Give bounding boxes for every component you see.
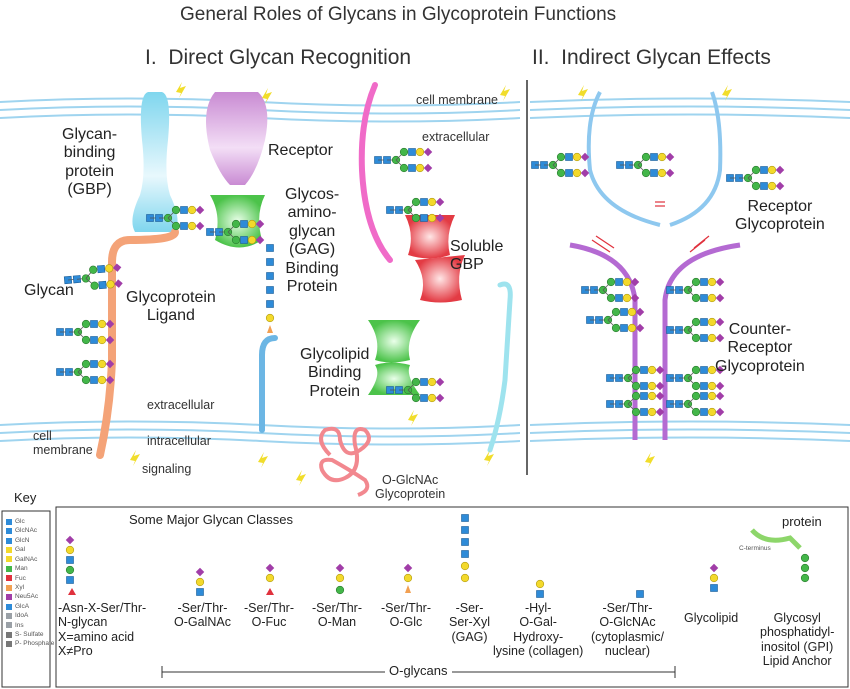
gpi-protein-label: protein (782, 514, 822, 529)
counter-receptor-left (569, 242, 638, 440)
key-swatch-icon (6, 546, 12, 553)
cyan-protein (487, 281, 513, 453)
key-swatch-icon (6, 612, 12, 619)
glycan-label: Glycan (24, 282, 74, 299)
class-o-fuc: -Ser/Thr- O-Fuc (244, 601, 294, 630)
class-o-gal: -Hyl- O-Gal- Hydroxy- lysine (collagen) (493, 601, 584, 659)
receptor-glycoprotein-label: Receptor Glycoprotein (735, 198, 825, 234)
key-item-label: Neu5Ac (15, 593, 39, 601)
key-item-label: Gal (15, 546, 26, 554)
key-swatch-icon (6, 556, 12, 563)
signaling-label: signaling (142, 462, 192, 476)
gbp-shape (132, 92, 178, 232)
extracellular-top-label: extracellular (422, 130, 490, 144)
receptor-glycoprotein-left (586, 91, 661, 227)
key-swatch-icon (6, 518, 12, 525)
key-swatch-icon (6, 603, 12, 610)
class-glycolipid: Glycolipid (684, 611, 739, 625)
oglcnac-glycoprotein-label: O-GlcNAc Glycoprotein (375, 473, 446, 502)
class-icons (65, 514, 810, 598)
gag-protein-label: Glycos- amino- glycan (GAG) Binding Prot… (285, 186, 340, 295)
gbp-label: Glycan- binding protein (GBP) (62, 126, 118, 199)
figure-title: General Roles of Glycans in Glycoprotein… (180, 4, 617, 25)
class-o-glcnac: -Ser/Thr- O-GlcNAc (cytoplasmic/ nuclear… (591, 601, 664, 659)
key-item-label: GlcNAc (15, 527, 38, 535)
key-swatch-icon (6, 622, 12, 629)
class-gpi: Glycosyl phosphatidyl- inositol (GPI) Li… (760, 611, 835, 669)
binding-dashes (591, 201, 710, 253)
key-title: Key (14, 490, 37, 505)
glycolipid-protein-top (368, 320, 420, 363)
key-swatch-icon (6, 565, 12, 572)
key-swatch-icon (6, 537, 12, 544)
extracellular-bottom-label: extracellular (147, 398, 215, 412)
soluble-gbp-label: Soluble GBP (450, 238, 504, 274)
section-direct-title: I. Direct Glycan Recognition (145, 46, 412, 69)
class-o-man: -Ser/Thr- O-Man (312, 601, 362, 630)
cell-membrane-left-label: cell membrane (33, 429, 93, 458)
key-item: Ins (6, 621, 54, 630)
c-terminus-label: C-terminus (739, 545, 771, 552)
soluble-gbp-top (405, 215, 455, 259)
oglcnac-coil (319, 426, 371, 497)
gag-core-protein (259, 335, 278, 433)
key-item: Gal (6, 545, 54, 554)
key-item: Xyl (6, 583, 54, 592)
key-item: Glc (6, 517, 54, 526)
glycolipid-binding-label: Glycolipid Binding Protein (300, 346, 370, 400)
cell-membrane-top-label: cell membrane (416, 93, 498, 107)
section-indirect-title: II. Indirect Glycan Effects (532, 46, 771, 69)
key-item: P- Phosphate (6, 639, 54, 648)
key-item-label: Xyl (15, 583, 25, 591)
class-o-glc: -Ser/Thr- O-Glc (381, 601, 431, 630)
key-item: Man (6, 564, 54, 573)
key-swatch-icon (6, 594, 12, 601)
counter-receptor-right (662, 242, 741, 440)
key-item: GlcN (6, 536, 54, 545)
gag-chain (265, 244, 275, 333)
class-gag: -Ser- Ser-Xyl (GAG) (449, 601, 490, 644)
key-item: GalNAc (6, 555, 54, 564)
key-item: GlcA (6, 602, 54, 611)
key-item-label: IdoA (15, 612, 29, 620)
key-item-label: Ins (15, 621, 24, 629)
receptor-glycoprotein-right (669, 91, 723, 227)
counter-receptor-label: Counter- Receptor Glycoprotein (715, 321, 805, 375)
key-item-label: GalNAc (15, 555, 38, 563)
ligand-shape (96, 228, 179, 459)
key-item-label: Man (15, 565, 28, 573)
receptor-label: Receptor (268, 142, 333, 159)
key-item-label: GlcN (15, 536, 30, 544)
classes-box (55, 506, 849, 688)
o-glycans-label: O-glycans (385, 663, 452, 679)
gpi-protein (750, 528, 802, 550)
key-item: IdoA (6, 611, 54, 620)
key-box (1, 510, 51, 688)
key-swatch-icon (6, 584, 12, 591)
key-swatch-icon (6, 575, 12, 582)
classes-heading: Some Major Glycan Classes (129, 512, 293, 527)
key-item: GlcNAc (6, 526, 54, 535)
key-item-label: Glc (15, 518, 25, 525)
key-item-label: S- Sulfate (15, 631, 44, 639)
key-item-label: GlcA (15, 602, 30, 610)
class-o-galnac: -Ser/Thr- O-GalNAc (174, 601, 231, 630)
soluble-gbp-bottom (415, 255, 465, 303)
key-item: S- Sulfate (6, 630, 54, 639)
bottom-membrane (0, 420, 850, 446)
key-swatch-icon (6, 631, 12, 638)
key-item: Neu5Ac (6, 592, 54, 601)
glycoprotein-ligand-label: Glycoprotein Ligand (126, 289, 216, 325)
receptor-shape (206, 92, 268, 185)
pink-protein (358, 82, 393, 263)
key-item-label: P- Phosphate (15, 640, 55, 648)
intracellular-label: intracellular (147, 434, 211, 448)
key-swatch-icon (6, 641, 12, 648)
key-swatch-icon (6, 528, 12, 535)
key-item-label: Fuc (15, 574, 26, 582)
class-n-glycan: -Asn-X-Ser/Thr- N-glycan X=amino acid X≠… (58, 601, 147, 659)
key-item: Fuc (6, 574, 54, 583)
